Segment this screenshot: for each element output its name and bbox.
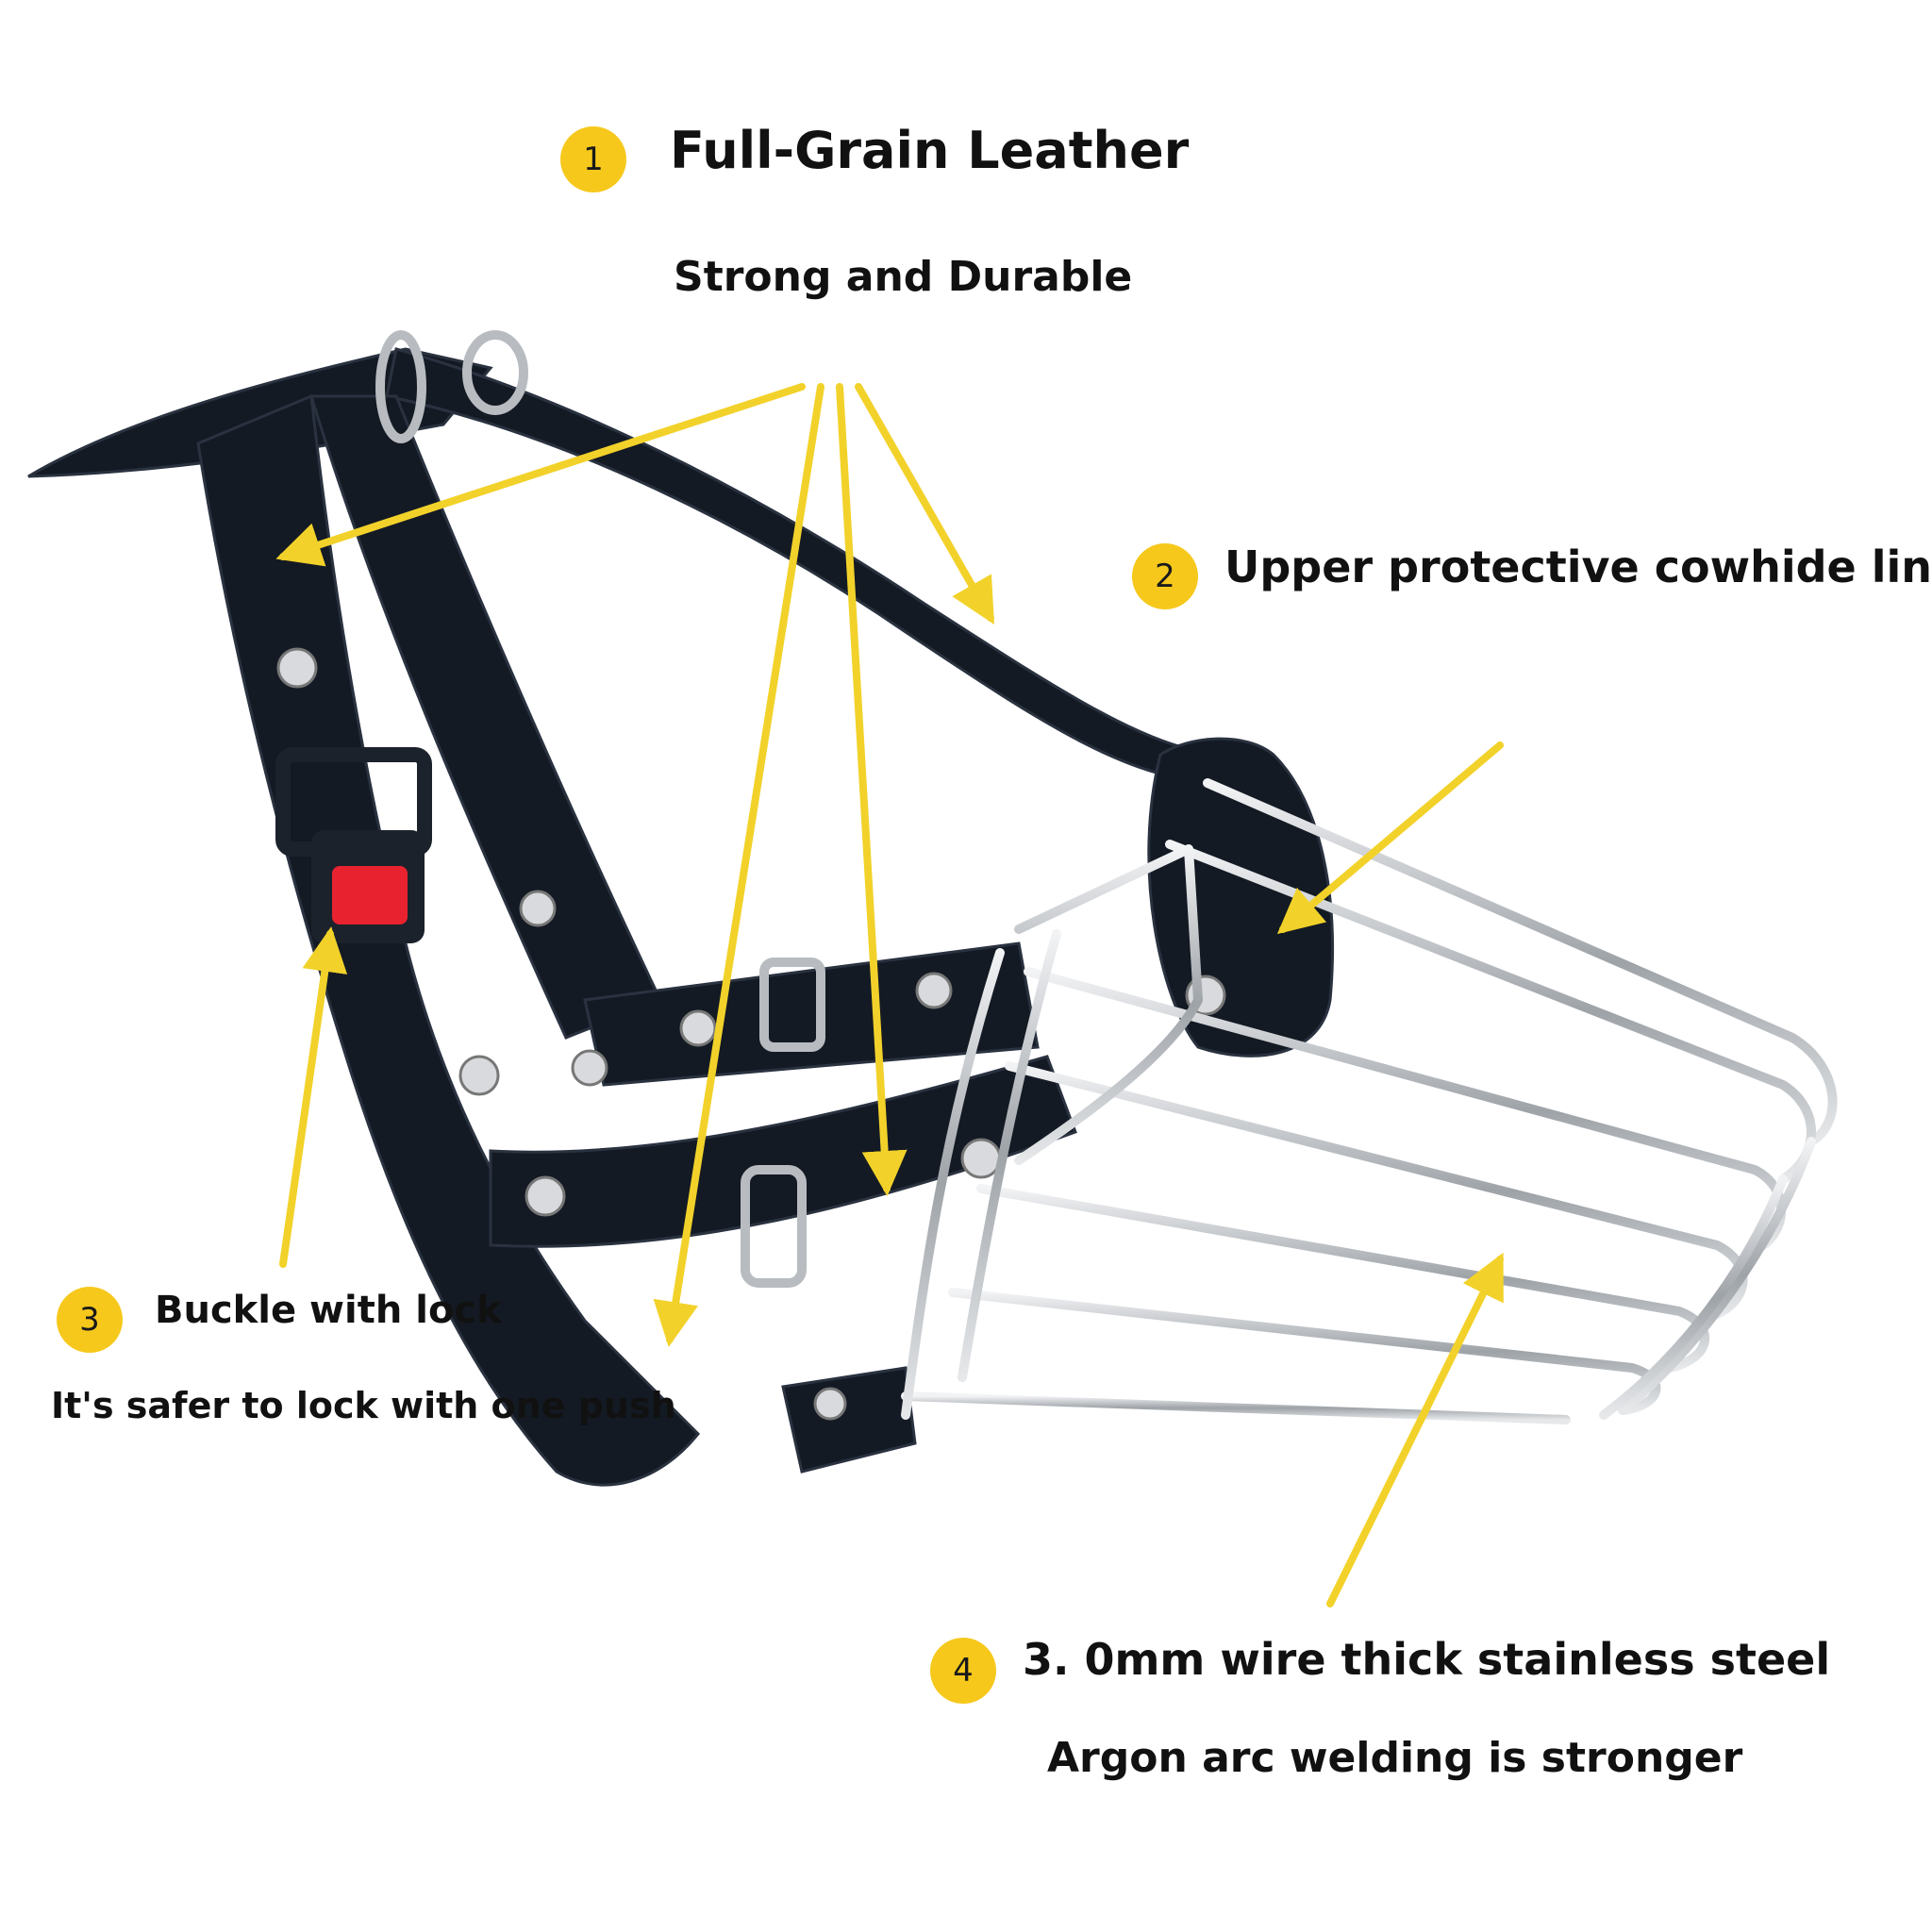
arrow-1c xyxy=(836,383,908,1196)
arrow-3 xyxy=(279,926,348,1268)
callout-2-badge: 2 xyxy=(1132,543,1198,609)
callout-3-badge: 3 xyxy=(57,1287,123,1353)
lock-buckle xyxy=(275,747,432,943)
callout-1-title: Full-Grain Leather xyxy=(670,121,1190,180)
callout-4-subtitle: Argon arc welding is stronger xyxy=(1047,1734,1743,1782)
callout-1-badge: 1 xyxy=(560,126,626,192)
arrow-4 xyxy=(1326,1252,1504,1607)
callout-3-title: Buckle with lock xyxy=(155,1289,502,1332)
arrow-1a xyxy=(275,383,806,567)
arrow-1d xyxy=(855,383,994,625)
buckle-release-button xyxy=(332,866,408,924)
arrow-1b xyxy=(653,383,824,1347)
metal-rings xyxy=(375,330,825,1288)
callout-4-title: 3. 0mm wire thick stainless steel xyxy=(1023,1634,1831,1685)
arrow-2 xyxy=(1276,741,1504,935)
callout-4-badge: 4 xyxy=(930,1638,996,1704)
wire-cage xyxy=(901,778,1838,1424)
callout-3-subtitle: It's safer to lock with one push xyxy=(51,1385,676,1426)
callout-1-number: 1 xyxy=(583,141,604,178)
callout-1-subtitle: Strong and Durable xyxy=(674,253,1133,301)
callout-2-number: 2 xyxy=(1155,558,1175,595)
callout-4-number: 4 xyxy=(953,1652,974,1690)
callout-3-number: 3 xyxy=(79,1301,100,1339)
callout-arrows xyxy=(275,383,1504,1607)
callout-2-title: Upper protective cowhide liner xyxy=(1224,541,1932,592)
